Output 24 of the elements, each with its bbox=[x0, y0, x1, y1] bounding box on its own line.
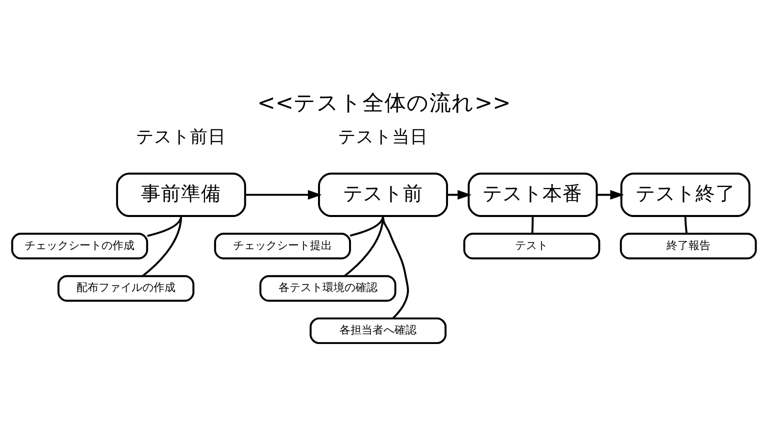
node-box: テスト本番 bbox=[468, 172, 598, 217]
connector bbox=[382, 216, 409, 319]
connector bbox=[531, 216, 534, 234]
node-box: 事前準備 bbox=[116, 172, 246, 217]
label: テスト前日 bbox=[136, 128, 226, 148]
node-box: 各テスト環境の確認 bbox=[259, 275, 396, 302]
connector bbox=[147, 216, 182, 237]
node-box: テスト bbox=[463, 232, 600, 260]
arrow bbox=[596, 190, 624, 200]
node-box: 終了報告 bbox=[620, 232, 757, 260]
label: テスト当日 bbox=[338, 128, 428, 148]
node-box: テスト前 bbox=[318, 172, 448, 217]
node-box: 各担当者へ確認 bbox=[310, 317, 447, 344]
connector bbox=[350, 216, 384, 237]
arrow bbox=[447, 190, 472, 200]
node-box: 配布ファイルの作成 bbox=[57, 275, 194, 302]
connector bbox=[142, 216, 182, 277]
connector bbox=[684, 216, 688, 234]
connector bbox=[344, 216, 384, 277]
node-box: チェックシート提出 bbox=[214, 232, 351, 260]
node-box: チェックシートの作成 bbox=[11, 232, 148, 260]
diagram-title: <<テスト全体の流れ>> bbox=[257, 91, 511, 116]
node-box: テスト終了 bbox=[620, 172, 750, 217]
arrow bbox=[245, 190, 322, 200]
